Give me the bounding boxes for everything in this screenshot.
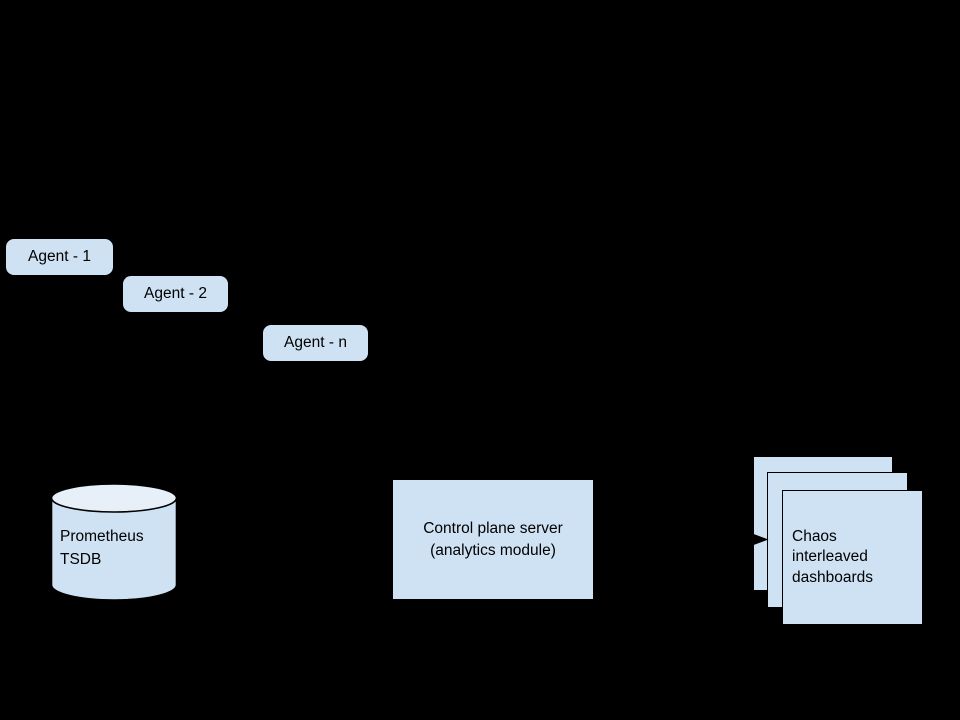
dashboards-line-1: Chaos	[792, 527, 837, 545]
node-agent-n: Agent - n	[263, 325, 368, 361]
node-control-plane-server: Control plane server (analytics module)	[393, 480, 593, 599]
node-agent-1-label: Agent - 1	[28, 248, 91, 265]
control-plane-line-2: (analytics module)	[430, 541, 556, 559]
dashboards-line-3: dashboards	[792, 568, 874, 586]
flow-arrow-icon	[593, 533, 769, 546]
prometheus-line-1: Prometheus	[60, 528, 144, 545]
node-prometheus-tsdb-label: Prometheus TSDB	[60, 525, 144, 571]
control-plane-line-1: Control plane server	[423, 520, 563, 537]
node-agent-2: Agent - 2	[123, 276, 228, 312]
node-chaos-dashboards: Chaos interleaved dashboards	[782, 490, 923, 625]
node-agent-n-label: Agent - n	[284, 334, 347, 351]
node-prometheus-tsdb	[50, 482, 178, 604]
dashboards-line-2: interleaved	[792, 548, 868, 566]
database-cylinder-icon	[50, 483, 178, 601]
node-agent-2-label: Agent - 2	[144, 285, 207, 302]
node-agent-1: Agent - 1	[6, 239, 113, 275]
prometheus-line-2: TSDB	[60, 551, 102, 568]
